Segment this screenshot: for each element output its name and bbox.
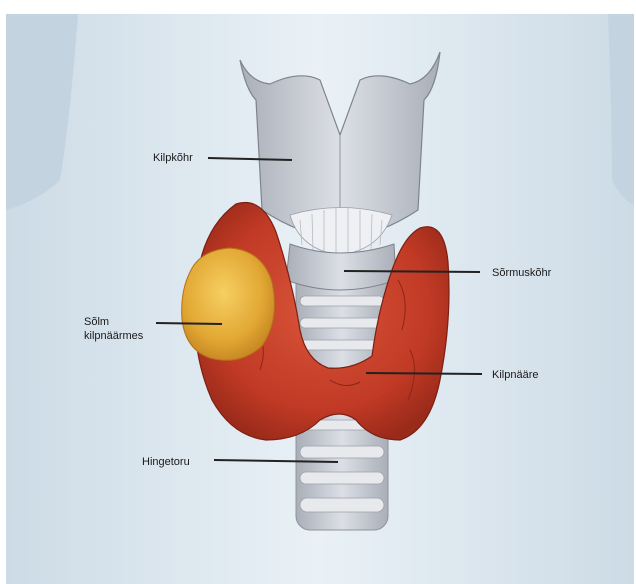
label-thyroid-gland: Kilpnääre (492, 369, 538, 381)
label-cricoid-cartilage: Sõrmuskõhr (492, 267, 552, 279)
leader-line-cricoid-cartilage (344, 271, 480, 272)
label-nodule-line1: Sõlm (84, 316, 109, 328)
label-trachea: Hingetoru (142, 456, 190, 468)
leader-line-nodule (156, 323, 222, 324)
thyroid-nodule (182, 248, 275, 360)
label-thyroid-cartilage: Kilpkõhr (153, 152, 193, 164)
label-nodule-line2: kilpnäärmes (84, 330, 144, 342)
leader-line-thyroid-gland (366, 373, 482, 374)
